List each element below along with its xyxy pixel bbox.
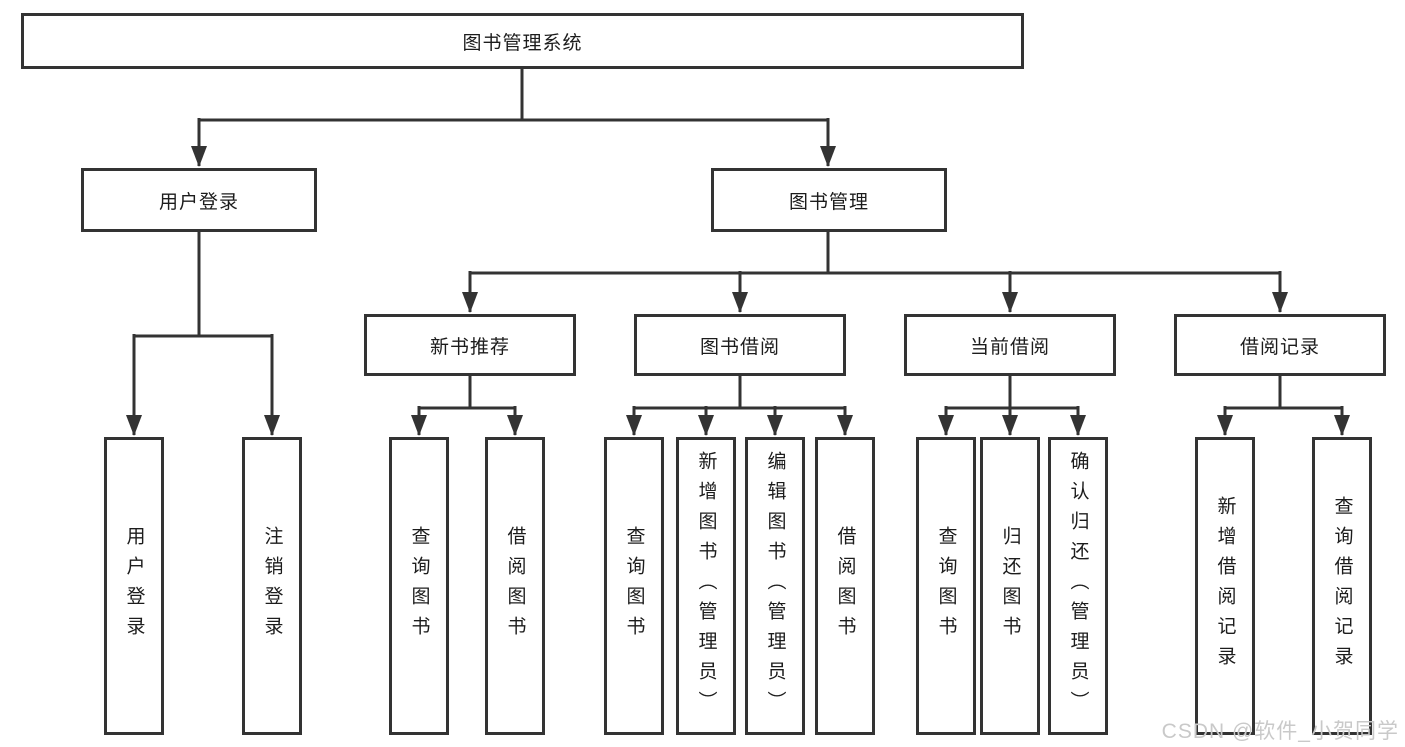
leaf-add-book-admin: 新增图书（管理员） <box>676 437 736 735</box>
edges-new-book-recommendation-children <box>411 375 523 436</box>
leaf-label: 查询图书 <box>935 526 957 646</box>
leaf-label: 确认归还（管理员） <box>1067 451 1089 721</box>
node-borrowing-records: 借阅记录 <box>1174 314 1386 376</box>
leaf-label: 新增借阅记录 <box>1214 496 1236 676</box>
leaf-label: 注销登录 <box>261 526 283 646</box>
leaf-query-books-current: 查询图书 <box>916 437 976 735</box>
leaf-query-books-recommend: 查询图书 <box>389 437 449 735</box>
leaf-label: 查询借阅记录 <box>1331 496 1353 676</box>
node-label: 图书借阅 <box>699 336 780 358</box>
leaf-confirm-return-admin: 确认归还（管理员） <box>1048 437 1108 735</box>
edges-book-borrowing-children <box>626 375 853 436</box>
node-user-login: 用户登录 <box>81 168 317 232</box>
leaf-borrow-books: 借阅图书 <box>815 437 875 735</box>
node-label: 用户登录 <box>158 191 239 213</box>
node-book-borrowing: 图书借阅 <box>634 314 846 376</box>
leaf-query-books-borrow: 查询图书 <box>604 437 664 735</box>
node-label: 图书管理 <box>788 191 869 213</box>
edges-borrowing-records-children <box>1217 375 1350 436</box>
leaf-label: 查询图书 <box>623 526 645 646</box>
node-label: 新书推荐 <box>429 336 510 358</box>
leaf-label: 借阅图书 <box>504 526 526 646</box>
node-label: 当前借阅 <box>969 336 1050 358</box>
edges-root-to-level2 <box>191 68 836 167</box>
node-label: 图书管理系统 <box>462 32 583 54</box>
leaf-label: 归还图书 <box>999 526 1021 646</box>
node-book-management: 图书管理 <box>711 168 947 232</box>
leaf-edit-book-admin: 编辑图书（管理员） <box>745 437 805 735</box>
edges-current-borrowing-children <box>938 375 1086 436</box>
node-label: 借阅记录 <box>1239 336 1320 358</box>
leaf-label: 查询图书 <box>408 526 430 646</box>
leaf-query-borrow-record: 查询借阅记录 <box>1312 437 1372 735</box>
leaf-label: 借阅图书 <box>834 526 856 646</box>
node-library-management-system: 图书管理系统 <box>21 13 1024 69</box>
leaf-label: 新增图书（管理员） <box>695 451 717 721</box>
node-new-book-recommendation: 新书推荐 <box>364 314 576 376</box>
edges-user-login-children <box>126 231 280 436</box>
leaf-label: 编辑图书（管理员） <box>764 451 786 721</box>
leaf-label: 用户登录 <box>123 526 145 646</box>
node-current-borrowing: 当前借阅 <box>904 314 1116 376</box>
leaf-logout: 注销登录 <box>242 437 302 735</box>
edges-book-management-children <box>462 231 1288 313</box>
leaf-add-borrow-record: 新增借阅记录 <box>1195 437 1255 735</box>
watermark: CSDN @软件_小贺同学 <box>1161 720 1399 743</box>
leaf-borrow-books-recommend: 借阅图书 <box>485 437 545 735</box>
leaf-user-login: 用户登录 <box>104 437 164 735</box>
leaf-return-books: 归还图书 <box>980 437 1040 735</box>
